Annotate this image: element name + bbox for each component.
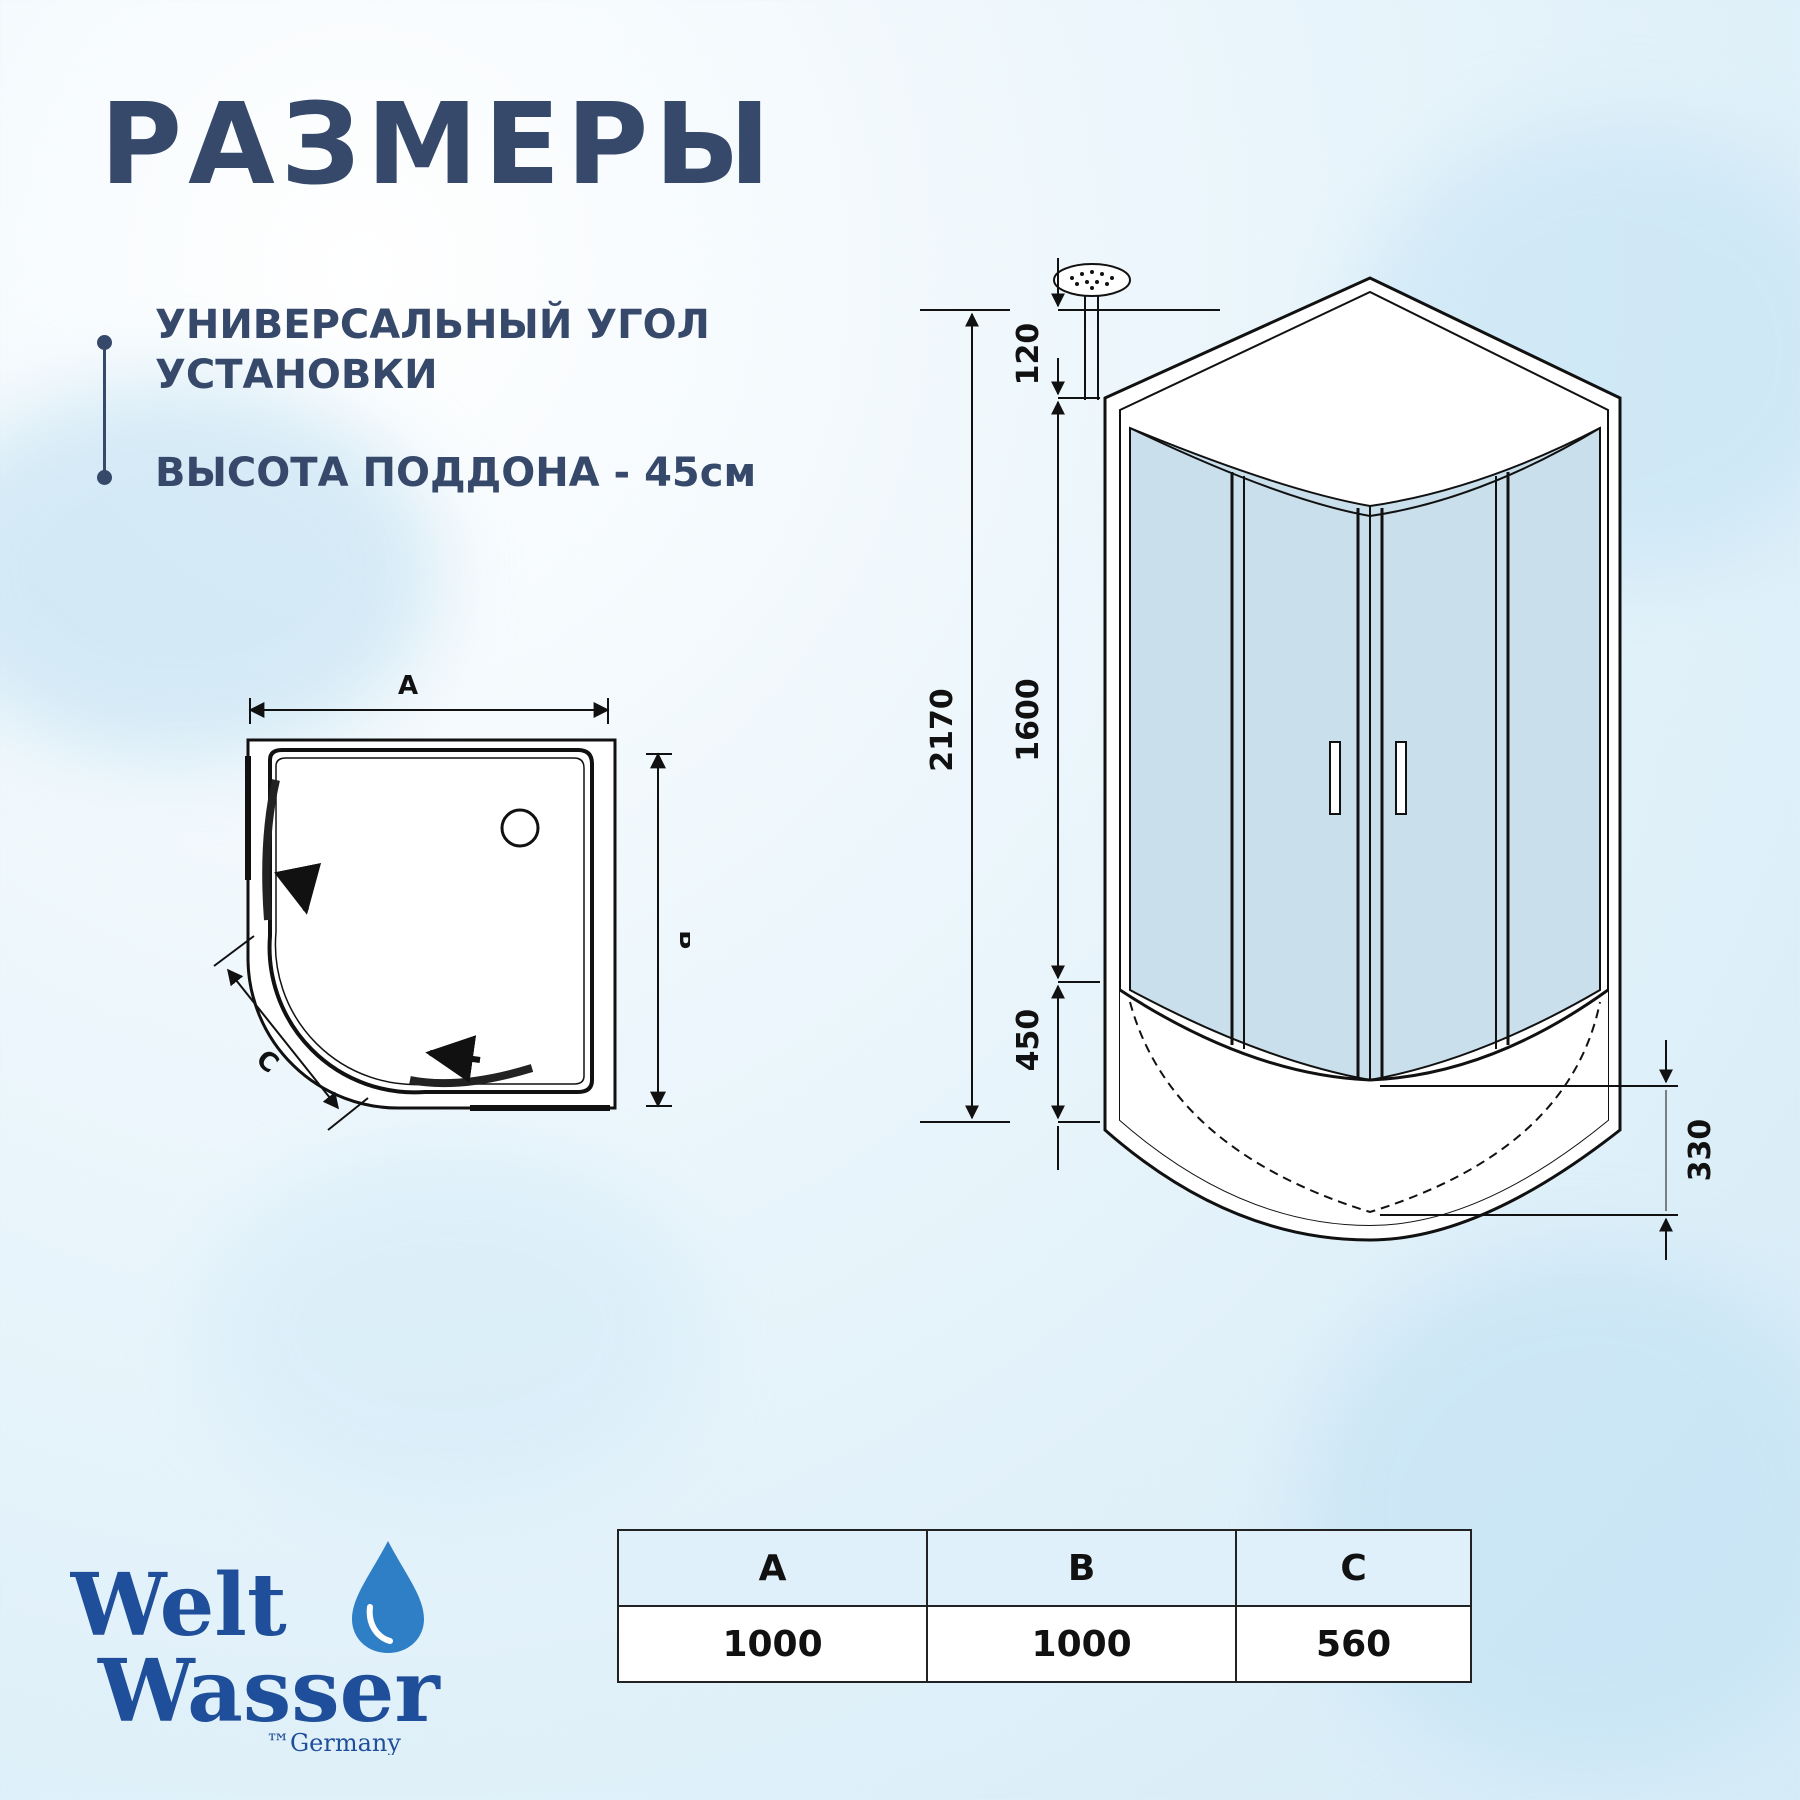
drain-icon — [500, 808, 540, 848]
door-handle — [1395, 741, 1407, 815]
table-header-cell: C — [1235, 1529, 1472, 1607]
table-header-cell: B — [926, 1529, 1238, 1607]
plan-diagram: A B C — [213, 671, 690, 1131]
table-cell: 1000 — [616, 1605, 929, 1683]
dim-label-glass-height: 1600 — [1011, 678, 1046, 762]
dim-line-c — [227, 968, 339, 1110]
logo-line2: Wasser — [97, 1641, 441, 1742]
elevation-diagram: 2170 120 1600 450 330 — [920, 258, 1718, 1260]
feature-item: ВЫСОТА ПОДДОНА - 45см — [155, 450, 757, 496]
table-cell: 560 — [1235, 1605, 1472, 1683]
glass-panel — [1369, 426, 1601, 1082]
logo-line1: Welt — [70, 1555, 287, 1656]
water-drop-icon — [352, 1541, 424, 1653]
door-handle — [1329, 741, 1341, 815]
shower-tray — [1120, 990, 1608, 1225]
slide-arrow-icon — [273, 862, 322, 915]
table-header-cell: A — [616, 1529, 929, 1607]
bullet-dot — [97, 335, 112, 350]
dim-label-tray-height: 450 — [1011, 1009, 1046, 1072]
table-row: 1000 1000 560 — [616, 1605, 1472, 1683]
dim-label-tray-depth: 330 — [1683, 1119, 1718, 1182]
bullet-dot — [97, 470, 112, 485]
dim-label-top-height: 120 — [1011, 323, 1046, 386]
bullet-connector — [103, 342, 106, 478]
page-title: РАЗМЕРЫ — [100, 80, 777, 210]
brand-logo: Welt Wasser ™Germany — [70, 1541, 441, 1755]
dim-label-a: A — [398, 671, 418, 701]
logo-tagline: ™Germany — [266, 1729, 401, 1755]
slide-arrow-icon — [425, 1035, 481, 1083]
table-cell: 1000 — [926, 1605, 1238, 1683]
table-header-row: A B C — [616, 1529, 1472, 1607]
feature-item: УНИВЕРСАЛЬНЫЙ УГОЛ УСТАНОВКИ — [155, 302, 710, 398]
dim-label-b: B — [673, 930, 690, 950]
sliding-door-left — [262, 779, 280, 921]
rain-shower-head-icon — [1053, 263, 1131, 297]
dim-label-total-height: 2170 — [925, 688, 960, 772]
dimension-table: A B C 1000 1000 560 — [616, 1529, 1472, 1683]
feature-list: УНИВЕРСАЛЬНЫЙ УГОЛ УСТАНОВКИ ВЫСОТА ПОДД… — [155, 300, 875, 498]
